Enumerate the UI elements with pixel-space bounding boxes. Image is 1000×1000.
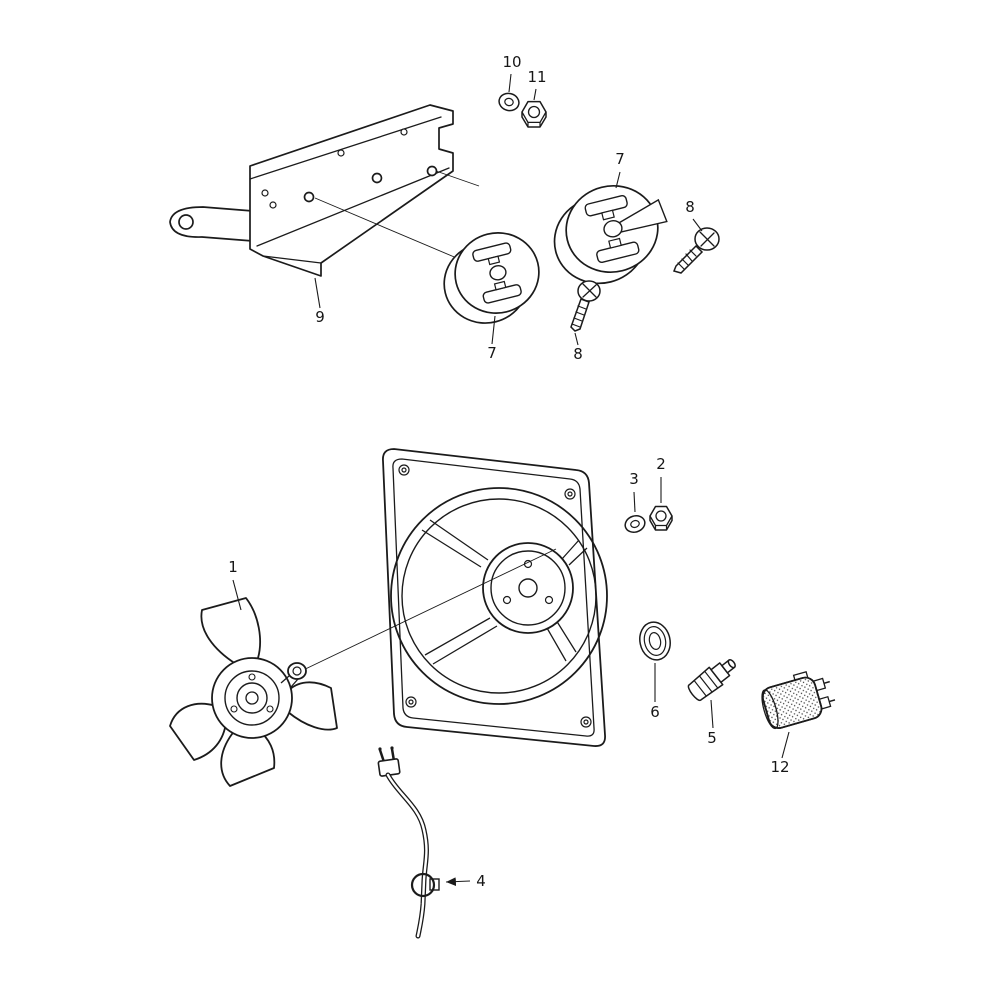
bracket-left-tab <box>169 206 254 242</box>
assembly-axis-lines-upper <box>314 170 480 260</box>
bracket-body <box>249 104 454 277</box>
callout-leader-7 <box>491 315 496 345</box>
part-number-8: 8 <box>685 198 695 216</box>
assembly-axis-line-fan <box>296 548 557 674</box>
mounting-bracket <box>169 104 454 277</box>
valve-fitting <box>687 659 736 702</box>
callout-leader-9 <box>314 277 321 309</box>
callout-leader-8 <box>574 332 579 346</box>
screw-upper <box>672 227 720 274</box>
part-number-4: 4 <box>476 872 486 890</box>
part-number-5: 5 <box>707 729 717 747</box>
shroud-stator-arms <box>421 519 588 665</box>
fan-shroud <box>382 448 608 747</box>
shroud-motor-hub <box>482 542 574 634</box>
part-number-3: 3 <box>629 470 639 488</box>
screw-lower <box>570 280 601 332</box>
bracket-tab-hole <box>178 214 194 230</box>
fan-blade <box>200 597 261 667</box>
part-number-2: 2 <box>656 455 666 473</box>
rubber-mount-front <box>443 232 540 324</box>
wiring-harness <box>377 746 440 939</box>
part-number-6: 6 <box>650 703 660 721</box>
bracket-hole <box>371 172 383 184</box>
part-number-7: 7 <box>487 344 497 362</box>
callout-leader-7 <box>615 171 621 189</box>
fan <box>169 597 338 787</box>
part-number-9: 9 <box>315 308 325 326</box>
fan-blade <box>283 681 338 731</box>
part-number-1: 1 <box>228 558 238 576</box>
shroud-inner-frame <box>392 458 595 737</box>
cable-clamp <box>410 872 436 898</box>
shroud-corner-holes <box>398 464 592 728</box>
hex-nut-fan <box>649 505 673 531</box>
callout-leader-4 <box>445 877 471 886</box>
part-number-10: 10 <box>502 53 521 71</box>
part-number-8: 8 <box>573 345 583 363</box>
hex-nut-small <box>521 100 547 128</box>
washer-small <box>498 92 520 112</box>
fan-motor-connector <box>761 670 836 730</box>
bracket-hole <box>426 165 438 177</box>
motor-body <box>761 676 823 729</box>
callout-leader-1 <box>232 579 242 611</box>
part-number-12: 12 <box>770 758 789 776</box>
callout-leader-12 <box>781 731 790 759</box>
rubber-mount-rear <box>553 184 668 285</box>
washer-fan <box>624 515 646 533</box>
callout-leader-8 <box>692 218 703 232</box>
callout-leader-10 <box>508 73 512 93</box>
callout-leader-3 <box>633 491 636 513</box>
part-number-11: 11 <box>527 68 546 86</box>
grommet <box>639 621 671 661</box>
part-number-7: 7 <box>615 150 625 168</box>
callout-leader-11 <box>533 88 537 101</box>
shroud-opening <box>390 487 608 705</box>
callout-leader-5 <box>710 699 714 729</box>
bracket-hole <box>303 191 315 203</box>
